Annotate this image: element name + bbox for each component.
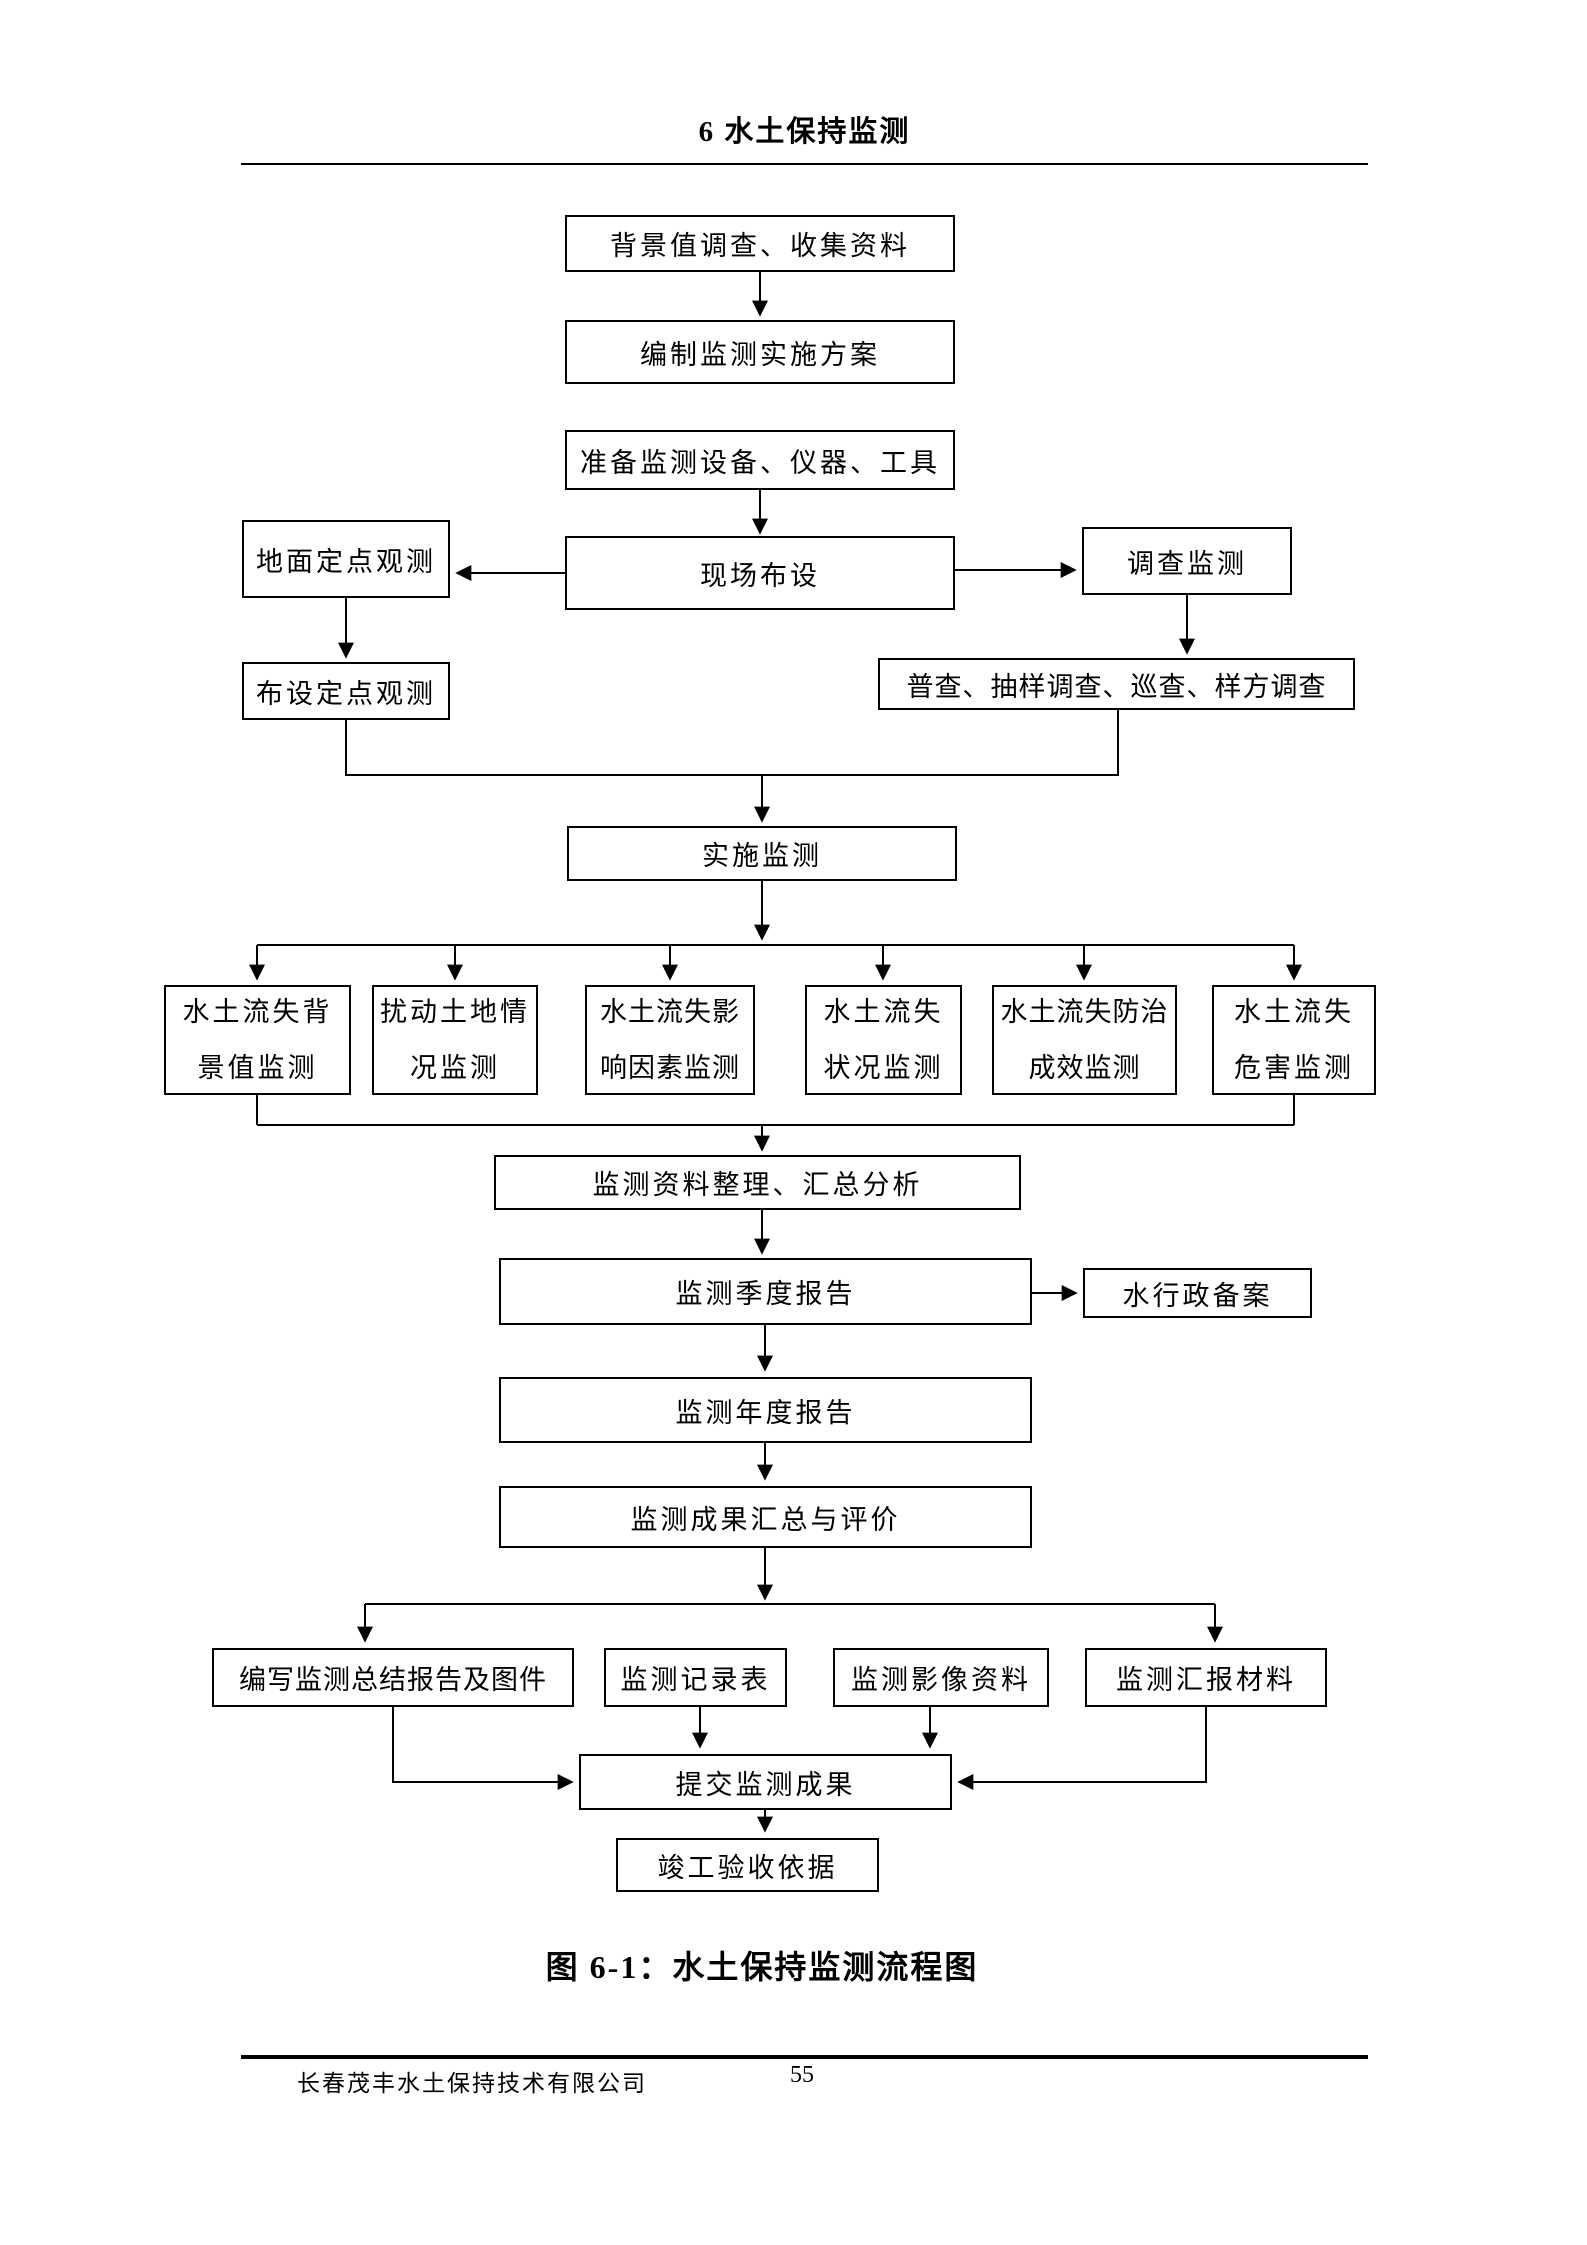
flow-box-site-layout: 现场布设: [565, 536, 955, 610]
flow-box-survey-monitoring: 调查监测: [1082, 527, 1292, 595]
flow-box-prepare-equipment: 准备监测设备、仪器、工具: [565, 430, 955, 490]
flow-box-fixed-point-layout: 布设定点观测: [242, 662, 450, 720]
flow-box-background-survey: 背景值调查、收集资料: [565, 215, 955, 272]
flow-box-quarterly-report: 监测季度报告: [499, 1258, 1032, 1325]
connector-fixedpoint-elbow: [345, 720, 762, 776]
flow-box-impact-factor-monitoring: 水土流失影响因素监测: [585, 985, 755, 1095]
footer-company-name: 长春茂丰水土保持技术有限公司: [297, 2071, 647, 2096]
connector-finalreport-to-submit: [392, 1707, 574, 1790]
flow-box-briefing-materials: 监测汇报材料: [1085, 1648, 1327, 1707]
header-rule: [241, 163, 1368, 165]
flow-box-record-sheets: 监测记录表: [604, 1648, 787, 1707]
flow-box-bg-value-monitoring: 水土流失背景值监测: [164, 985, 351, 1095]
footer-page-number: 55: [790, 2062, 814, 2088]
figure-caption: 图 6-1：水土保持监测流程图: [545, 1949, 979, 1985]
flow-box-summary-evaluation: 监测成果汇总与评价: [499, 1486, 1032, 1548]
footer-rule: [241, 2055, 1368, 2059]
flow-box-compile-plan: 编制监测实施方案: [565, 320, 955, 384]
flow-box-submit-results: 提交监测成果: [579, 1754, 952, 1810]
flow-box-survey-methods: 普查、抽样调查、巡查、样方调查: [878, 658, 1355, 710]
flow-box-control-effect-monitoring: 水土流失防治成效监测: [992, 985, 1177, 1095]
flow-box-acceptance-basis: 竣工验收依据: [616, 1838, 879, 1892]
flow-box-image-data: 监测影像资料: [833, 1648, 1049, 1707]
flow-box-ground-observation: 地面定点观测: [242, 520, 450, 598]
connector-methods-elbow: [762, 710, 1119, 776]
flow-box-final-report: 编写监测总结报告及图件: [212, 1648, 574, 1707]
flow-box-water-admin-filing: 水行政备案: [1083, 1268, 1312, 1318]
flow-box-data-collation: 监测资料整理、汇总分析: [494, 1155, 1021, 1210]
flow-box-annual-report: 监测年度报告: [499, 1377, 1032, 1443]
flow-box-disturbed-land-monitoring: 扰动土地情况监测: [372, 985, 538, 1095]
page-header-title: 6 水土保持监测: [698, 116, 911, 148]
connector-briefing-to-submit: [957, 1707, 1207, 1790]
flow-box-implement-monitoring: 实施监测: [567, 826, 957, 881]
flow-box-status-monitoring: 水土流失状况监测: [805, 985, 962, 1095]
flow-box-hazard-monitoring: 水土流失危害监测: [1212, 985, 1376, 1095]
